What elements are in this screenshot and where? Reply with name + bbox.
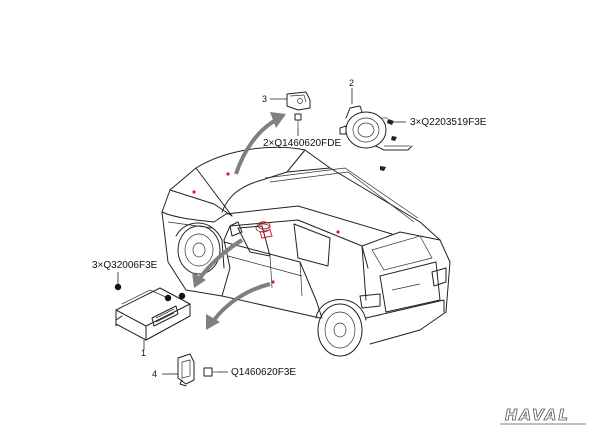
part-1-airbag-control-module: 1 3×Q32006F3E (92, 260, 191, 358)
haval-logo: HAVAL (505, 406, 570, 424)
fastener-label-part3: 2×Q1460620FDE (263, 138, 341, 149)
part-2-clock-spring: 2 3×Q2203519F3E (339, 78, 487, 171)
marker-dot-roof (226, 172, 230, 176)
marker-dot-hood (192, 190, 196, 194)
callout-4: 4 (152, 369, 157, 379)
callout-2: 2 (349, 78, 354, 88)
fastener-label-part2: 3×Q2203519F3E (410, 117, 487, 128)
part-3-crash-sensor: 3 2×Q1460620FDE (262, 91, 341, 149)
suv-vehicle-illustration (161, 146, 451, 357)
marker-dot-rear-roof (336, 230, 340, 234)
fastener-label-part1: 3×Q32006F3E (92, 260, 158, 271)
callout-1: 1 (141, 348, 146, 358)
part-4-impact-sensor: 4 Q1460620F3E (152, 353, 296, 387)
callout-3: 3 (262, 94, 267, 104)
marker-dot-floor (271, 280, 275, 284)
location-arrows (192, 112, 286, 330)
marker-steering-wheel (257, 221, 273, 239)
fastener-label-part4: Q1460620F3E (231, 367, 296, 378)
